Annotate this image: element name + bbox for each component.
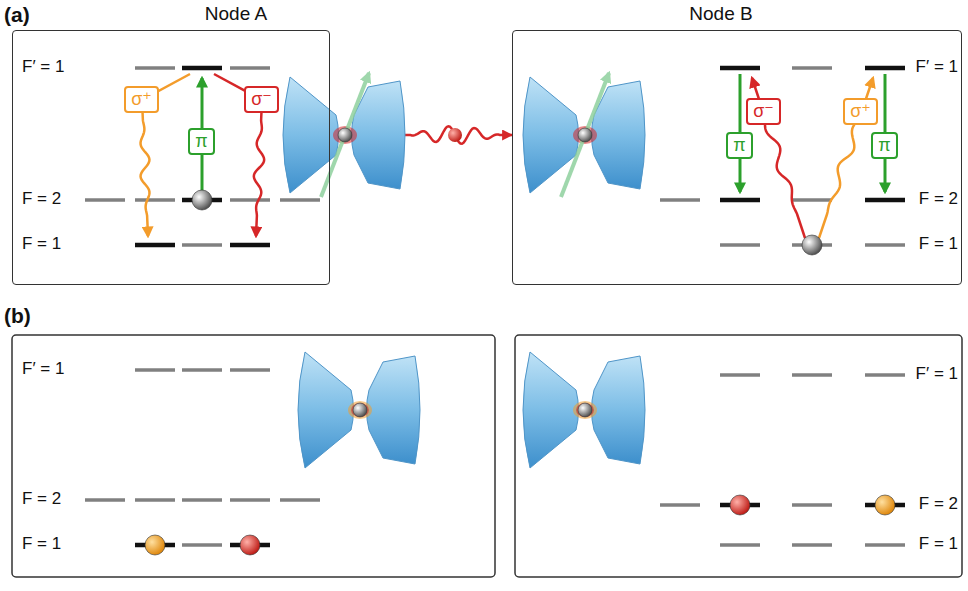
atom-state [145,535,165,555]
atom [192,190,212,210]
cavity-mirror [592,356,646,464]
level-label: F = 1 [919,234,958,254]
cavity-mirror [523,352,579,468]
polarization-tag: π [726,132,752,159]
laser-beam [561,73,609,197]
level-label: F = 2 [919,494,958,514]
photon [448,128,462,142]
panel-label: (a) [4,2,30,27]
energy-sublevel [660,198,700,202]
panel-frame [515,335,962,577]
energy-sublevel [135,66,175,70]
node-heading: Node A [205,3,267,25]
atom-state [730,495,750,515]
node-box: Node Bσ⁻σ⁺ππ [512,30,962,285]
energy-sublevel [865,66,905,71]
cavity-mode [576,403,594,417]
energy-sublevel [230,66,270,70]
energy-sublevel [182,243,222,247]
atom [578,128,592,142]
polarization-tag: σ⁺ [843,98,878,125]
energy-sublevel [720,373,760,377]
level-label: F′ = 1 [22,359,64,379]
energy-sublevel [85,198,125,202]
energy-sublevel [720,243,760,247]
atom [578,403,592,417]
energy-sublevel [792,66,832,70]
polarization-label: π [878,135,890,155]
energy-sublevel [230,243,270,248]
energy-sublevel [720,198,760,203]
energy-sublevel [182,66,222,71]
polarization-tag: σ⁻ [244,86,279,113]
level-label: F′ = 1 [916,57,958,77]
polarization-tag: σ⁺ [124,86,159,113]
panel-frame [12,335,495,577]
cavity-mode [351,403,369,417]
energy-sublevel [85,498,125,502]
energy-sublevel [865,543,905,547]
energy-sublevel [720,543,760,547]
cavity-mode [348,401,372,419]
atom [353,403,367,417]
energy-sublevel [135,498,175,502]
energy-sublevel [135,243,175,248]
energy-sublevel [280,198,320,202]
energy-sublevel [792,543,832,547]
level-label: F = 2 [22,489,61,509]
polarization-tag: σ⁻ [746,98,781,125]
polarization-label: σ⁺ [850,101,871,121]
level-label: F′ = 1 [916,364,958,384]
polarization-tag: π [871,132,897,159]
atom-state [240,535,260,555]
energy-sublevel [792,503,832,507]
energy-sublevel [660,503,700,507]
polarization-label: π [195,131,207,151]
level-label: F = 2 [919,189,958,209]
atom [338,128,352,142]
energy-sublevel [280,498,320,502]
energy-sublevel [865,198,905,203]
level-label: F′ = 1 [22,57,64,77]
polarization-label: π [733,135,745,155]
energy-sublevel [230,498,270,502]
energy-sublevel [135,198,175,202]
level-label: F = 1 [22,234,61,254]
energy-sublevel [792,373,832,377]
polarization-label: σ⁻ [251,89,272,109]
energy-sublevel [865,243,905,247]
panel-label: (b) [4,303,31,328]
level-label: F = 2 [22,189,61,209]
node-heading: Node B [689,3,752,25]
energy-sublevel [182,543,222,547]
cavity-mirror [298,352,354,468]
energy-sublevel [182,368,222,372]
energy-sublevel [720,66,760,71]
energy-sublevel [230,198,270,202]
cavity-mode [573,401,597,419]
polarization-label: σ⁻ [753,101,774,121]
cavity-mode [333,126,357,144]
atom [802,235,822,255]
level-label: F = 1 [919,534,958,554]
energy-sublevel [792,198,832,202]
energy-sublevel [135,368,175,372]
atom-state [875,495,895,515]
polarization-label: σ⁺ [131,89,152,109]
polarization-tag: π [188,128,214,155]
laser-beam [321,73,369,197]
energy-sublevel [230,368,270,372]
cavity-mirror [367,356,421,464]
cavity-mode [573,126,597,144]
energy-sublevel [865,373,905,377]
level-label: F = 1 [22,534,61,554]
energy-sublevel [182,498,222,502]
